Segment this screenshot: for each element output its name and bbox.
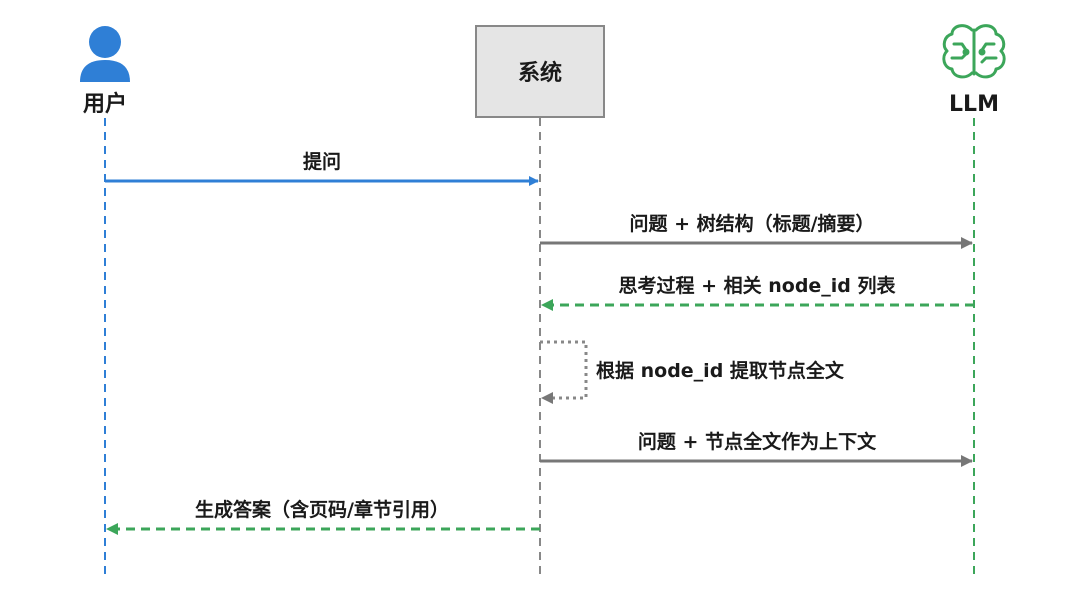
brain-icon: [942, 24, 1006, 79]
person-icon: [80, 26, 130, 82]
participant-user: 用户: [80, 26, 130, 117]
message-generate-answer: 生成答案（含页码/章节引用）: [106, 498, 540, 535]
participant-system: 系统: [475, 25, 605, 118]
participant-llm: LLM: [942, 24, 1006, 117]
system-label: 系统: [518, 60, 562, 86]
message-label: 生成答案（含页码/章节引用）: [195, 498, 449, 521]
message-question-tree: 问题 + 树结构（标题/摘要）: [540, 212, 973, 249]
user-label: 用户: [83, 91, 127, 117]
message-label: 问题 + 节点全文作为上下文: [638, 430, 877, 453]
message-label: 根据 node_id 提取节点全文: [596, 359, 845, 382]
message-label: 提问: [303, 150, 341, 173]
message-label: 思考过程 + 相关 node_id 列表: [618, 274, 896, 297]
llm-label: LLM: [949, 92, 999, 117]
self-loop-arrow: [540, 340, 588, 404]
message-label: 问题 + 树结构（标题/摘要）: [629, 212, 874, 235]
system-box: [475, 25, 605, 118]
message-reasoning-node-ids: 思考过程 + 相关 node_id 列表: [541, 274, 974, 311]
message-ask: 提问: [105, 150, 539, 186]
message-extract-full-text: 根据 node_id 提取节点全文: [540, 340, 845, 404]
message-question-context: 问题 + 节点全文作为上下文: [540, 430, 973, 467]
